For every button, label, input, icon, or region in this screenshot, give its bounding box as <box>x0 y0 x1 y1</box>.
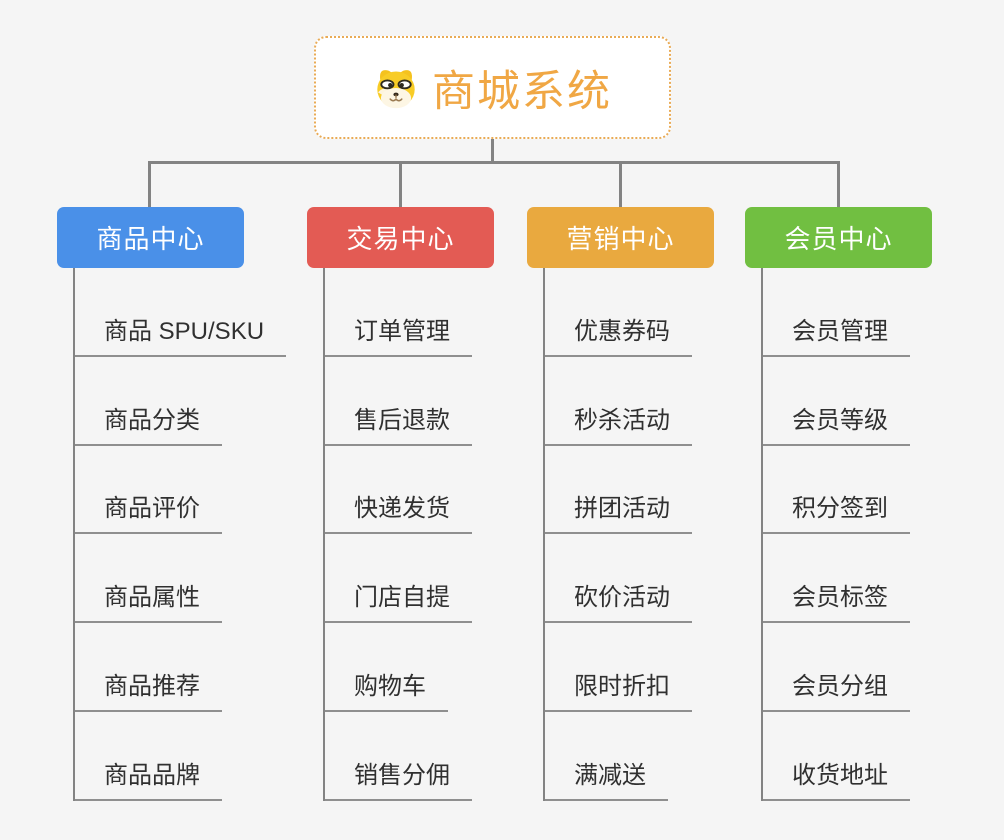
child-topic: 优惠券码 <box>545 268 727 357</box>
child-topic: 满减送 <box>545 712 727 801</box>
child-topic: 商品 SPU/SKU <box>75 268 287 357</box>
child-topic: 门店自提 <box>325 534 507 624</box>
child-topic-label[interactable]: 商品分类 <box>75 400 222 446</box>
branch-node-member-center[interactable]: 会员中心 <box>745 207 932 268</box>
connector-drop-member <box>837 161 840 207</box>
branch-children: 订单管理 售后退款 快递发货 门店自提 购物车 销售分佣 <box>323 268 507 801</box>
child-topic-label[interactable]: 商品 SPU/SKU <box>75 311 287 357</box>
branch-node-trade-center[interactable]: 交易中心 <box>307 207 494 268</box>
child-topic: 商品评价 <box>75 446 257 535</box>
child-topic-label[interactable]: 售后退款 <box>325 400 472 446</box>
child-topic-label[interactable]: 商品推荐 <box>75 666 222 712</box>
branch-column-trade-center: 交易中心 订单管理 售后退款 快递发货 门店自提 购物车 销售分佣 <box>307 207 507 801</box>
child-topic-label[interactable]: 商品评价 <box>75 488 222 535</box>
child-topic: 收货地址 <box>763 712 945 801</box>
child-topic-label[interactable]: 购物车 <box>325 666 448 712</box>
connector-root-stem <box>491 139 494 164</box>
child-topic-label[interactable]: 门店自提 <box>325 577 472 624</box>
connector-drop-product <box>148 161 151 207</box>
child-topic: 砍价活动 <box>545 534 727 624</box>
child-topic: 销售分佣 <box>325 712 507 801</box>
connector-horizontal-bar <box>148 161 840 164</box>
child-topic-label[interactable]: 商品属性 <box>75 577 222 624</box>
branch-node-product-center[interactable]: 商品中心 <box>57 207 244 268</box>
child-topic-label[interactable]: 限时折扣 <box>545 666 692 712</box>
child-topic-label[interactable]: 拼团活动 <box>545 488 692 535</box>
connector-drop-marketing <box>619 161 622 207</box>
child-topic: 快递发货 <box>325 446 507 535</box>
connector-drop-trade <box>399 161 402 207</box>
root-node[interactable]: 商城系统 <box>314 36 671 139</box>
child-topic-label[interactable]: 会员管理 <box>763 311 910 357</box>
child-topic: 秒杀活动 <box>545 357 727 446</box>
child-topic-label[interactable]: 满减送 <box>545 755 668 801</box>
branch-children: 优惠券码 秒杀活动 拼团活动 砍价活动 限时折扣 满减送 <box>543 268 727 801</box>
child-topic-label[interactable]: 会员等级 <box>763 400 910 446</box>
child-topic: 商品品牌 <box>75 712 257 801</box>
child-topic-label[interactable]: 积分签到 <box>763 488 910 535</box>
child-topic-label[interactable]: 优惠券码 <box>545 311 692 357</box>
child-topic-label[interactable]: 商品品牌 <box>75 755 222 801</box>
child-topic: 售后退款 <box>325 357 507 446</box>
child-topic-label[interactable]: 秒杀活动 <box>545 400 692 446</box>
branch-children: 商品 SPU/SKU 商品分类 商品评价 商品属性 商品推荐 商品品牌 <box>73 268 287 801</box>
child-topic-label[interactable]: 订单管理 <box>325 311 472 357</box>
child-topic: 商品分类 <box>75 357 257 446</box>
child-topic: 订单管理 <box>325 268 507 357</box>
child-topic: 会员标签 <box>763 534 945 624</box>
branch-column-marketing-center: 营销中心 优惠券码 秒杀活动 拼团活动 砍价活动 限时折扣 满减送 <box>527 207 727 801</box>
child-topic: 限时折扣 <box>545 623 727 712</box>
branch-children: 会员管理 会员等级 积分签到 会员标签 会员分组 收货地址 <box>761 268 945 801</box>
branch-node-marketing-center[interactable]: 营销中心 <box>527 207 714 268</box>
child-topic-label[interactable]: 销售分佣 <box>325 755 472 801</box>
child-topic: 商品属性 <box>75 534 257 624</box>
branch-label: 商品中心 <box>96 224 205 254</box>
child-topic: 积分签到 <box>763 446 945 535</box>
doge-icon <box>373 65 419 111</box>
child-topic: 购物车 <box>325 623 507 712</box>
branch-label: 会员中心 <box>784 224 893 254</box>
child-topic-label[interactable]: 收货地址 <box>763 755 910 801</box>
child-topic: 拼团活动 <box>545 446 727 535</box>
child-topic: 会员等级 <box>763 357 945 446</box>
child-topic-label[interactable]: 快递发货 <box>325 488 472 535</box>
child-topic: 会员管理 <box>763 268 945 357</box>
child-topic: 会员分组 <box>763 623 945 712</box>
branch-label: 营销中心 <box>566 224 675 254</box>
branch-column-member-center: 会员中心 会员管理 会员等级 积分签到 会员标签 会员分组 收货地址 <box>745 207 945 801</box>
child-topic-label[interactable]: 砍价活动 <box>545 577 692 624</box>
child-topic-label[interactable]: 会员分组 <box>763 666 910 712</box>
child-topic-label[interactable]: 会员标签 <box>763 577 910 624</box>
root-title: 商城系统 <box>432 67 612 116</box>
branch-column-product-center: 商品中心 商品 SPU/SKU 商品分类 商品评价 商品属性 商品推荐 商品品牌 <box>57 207 287 801</box>
branch-label: 交易中心 <box>346 224 455 254</box>
child-topic: 商品推荐 <box>75 623 257 712</box>
